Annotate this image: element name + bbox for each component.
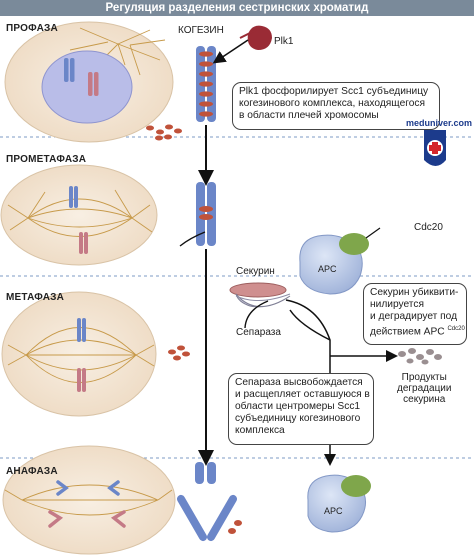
- release-arrow: [179, 231, 206, 247]
- central-chromosome-2: [196, 182, 216, 246]
- metaphase-cell: [1, 291, 157, 417]
- separase-box-line-3: области центромеры Scc1: [235, 401, 361, 412]
- central-chromosome-3: [177, 462, 242, 542]
- logo-text: meduniver.com: [406, 118, 473, 128]
- securin: [229, 282, 287, 298]
- separase-box-line-1: Сепараза высвобождается: [235, 377, 363, 388]
- apc-bottom: [307, 474, 371, 533]
- products-line-3: секурина: [403, 394, 446, 405]
- label-apc-top: APC: [318, 264, 337, 274]
- released-cohesin-2: [168, 345, 190, 361]
- label-anaphase: АНАФАЗА: [6, 466, 58, 477]
- label-plk1: Plk1: [274, 36, 294, 47]
- prometaphase-chromosome-red: [79, 232, 88, 254]
- plk1-protein: [212, 25, 272, 64]
- cohesin-rings: [199, 51, 213, 117]
- degradation-flow: [285, 299, 398, 466]
- metaphase-chromosome-blue: [77, 318, 86, 342]
- label-apc-bottom: APC: [324, 506, 343, 516]
- label-metaphase: МЕТАФАЗА: [6, 292, 65, 303]
- apc-top: [299, 227, 381, 295]
- label-separase: Сепараза: [236, 327, 281, 338]
- anaphase-cell: [2, 445, 176, 555]
- label-cdc20: Cdc20: [414, 222, 443, 233]
- nucleus: [41, 50, 133, 124]
- securin-degradation-products: [398, 348, 442, 365]
- securin-box-line-4: действием APC Cdc20: [370, 323, 465, 338]
- diagram-title: Регуляция разделения сестринских хромати…: [0, 0, 474, 16]
- released-cohesin-1: [146, 124, 182, 141]
- plk1-box-line-1: Plk1 фосфорилирует Scc1 субъединицу: [239, 86, 429, 97]
- central-chromosome-1: [196, 46, 216, 122]
- label-prophase: ПРОФАЗА: [6, 23, 58, 34]
- securin-box-line-1: Секурин убиквити-: [370, 287, 459, 298]
- prometaphase-chromosome-blue: [69, 186, 78, 208]
- securin-box-line-3: и деградирует под: [370, 311, 458, 322]
- separase-pointer: [244, 300, 269, 329]
- label-prometaphase: ПРОМЕТАФАЗА: [6, 154, 87, 165]
- securin-box-line-2: нилируется: [370, 299, 424, 310]
- plk1-box-line-2: когезинового комплекса, находящегося: [239, 98, 426, 109]
- separase-explanation-box: Сепараза высвобождается и расщепляет ост…: [228, 373, 374, 445]
- securin-explanation-box: Секурин убиквити- нилируется и деградиру…: [363, 283, 467, 345]
- separase-box-line-2: и расщепляет оставшуюся в: [235, 389, 370, 400]
- securin-box-line-4-text: действием APC: [370, 326, 445, 338]
- securin-box-superscript: Cdc20: [447, 326, 465, 332]
- prophase-cell: [4, 21, 174, 143]
- prophase-chromosome-blue: [64, 58, 75, 82]
- products-line-2: деградации: [397, 383, 452, 394]
- separase-box-line-4: субъединицу когезинового: [235, 413, 361, 424]
- products-line-1: Продукты: [401, 372, 447, 383]
- prometaphase-cell: [0, 164, 158, 266]
- label-cohesin: КОГЕЗИН: [178, 25, 224, 36]
- meduniver-logo: [424, 130, 446, 166]
- plk1-explanation-box: Plk1 фосфорилирует Scc1 субъединицу коге…: [232, 82, 440, 130]
- label-securin: Секурин: [236, 266, 275, 277]
- label-products: Продукты деградации секурина: [397, 372, 451, 405]
- metaphase-chromosome-red: [77, 368, 86, 392]
- anaphase-spindle: [4, 484, 173, 516]
- plk1-box-line-3: в области плечей хромосомы: [239, 110, 379, 121]
- prophase-chromosome-red: [88, 72, 99, 96]
- anaphase-chromatids: [48, 480, 126, 528]
- separase-box-line-5: комплекса: [235, 425, 285, 436]
